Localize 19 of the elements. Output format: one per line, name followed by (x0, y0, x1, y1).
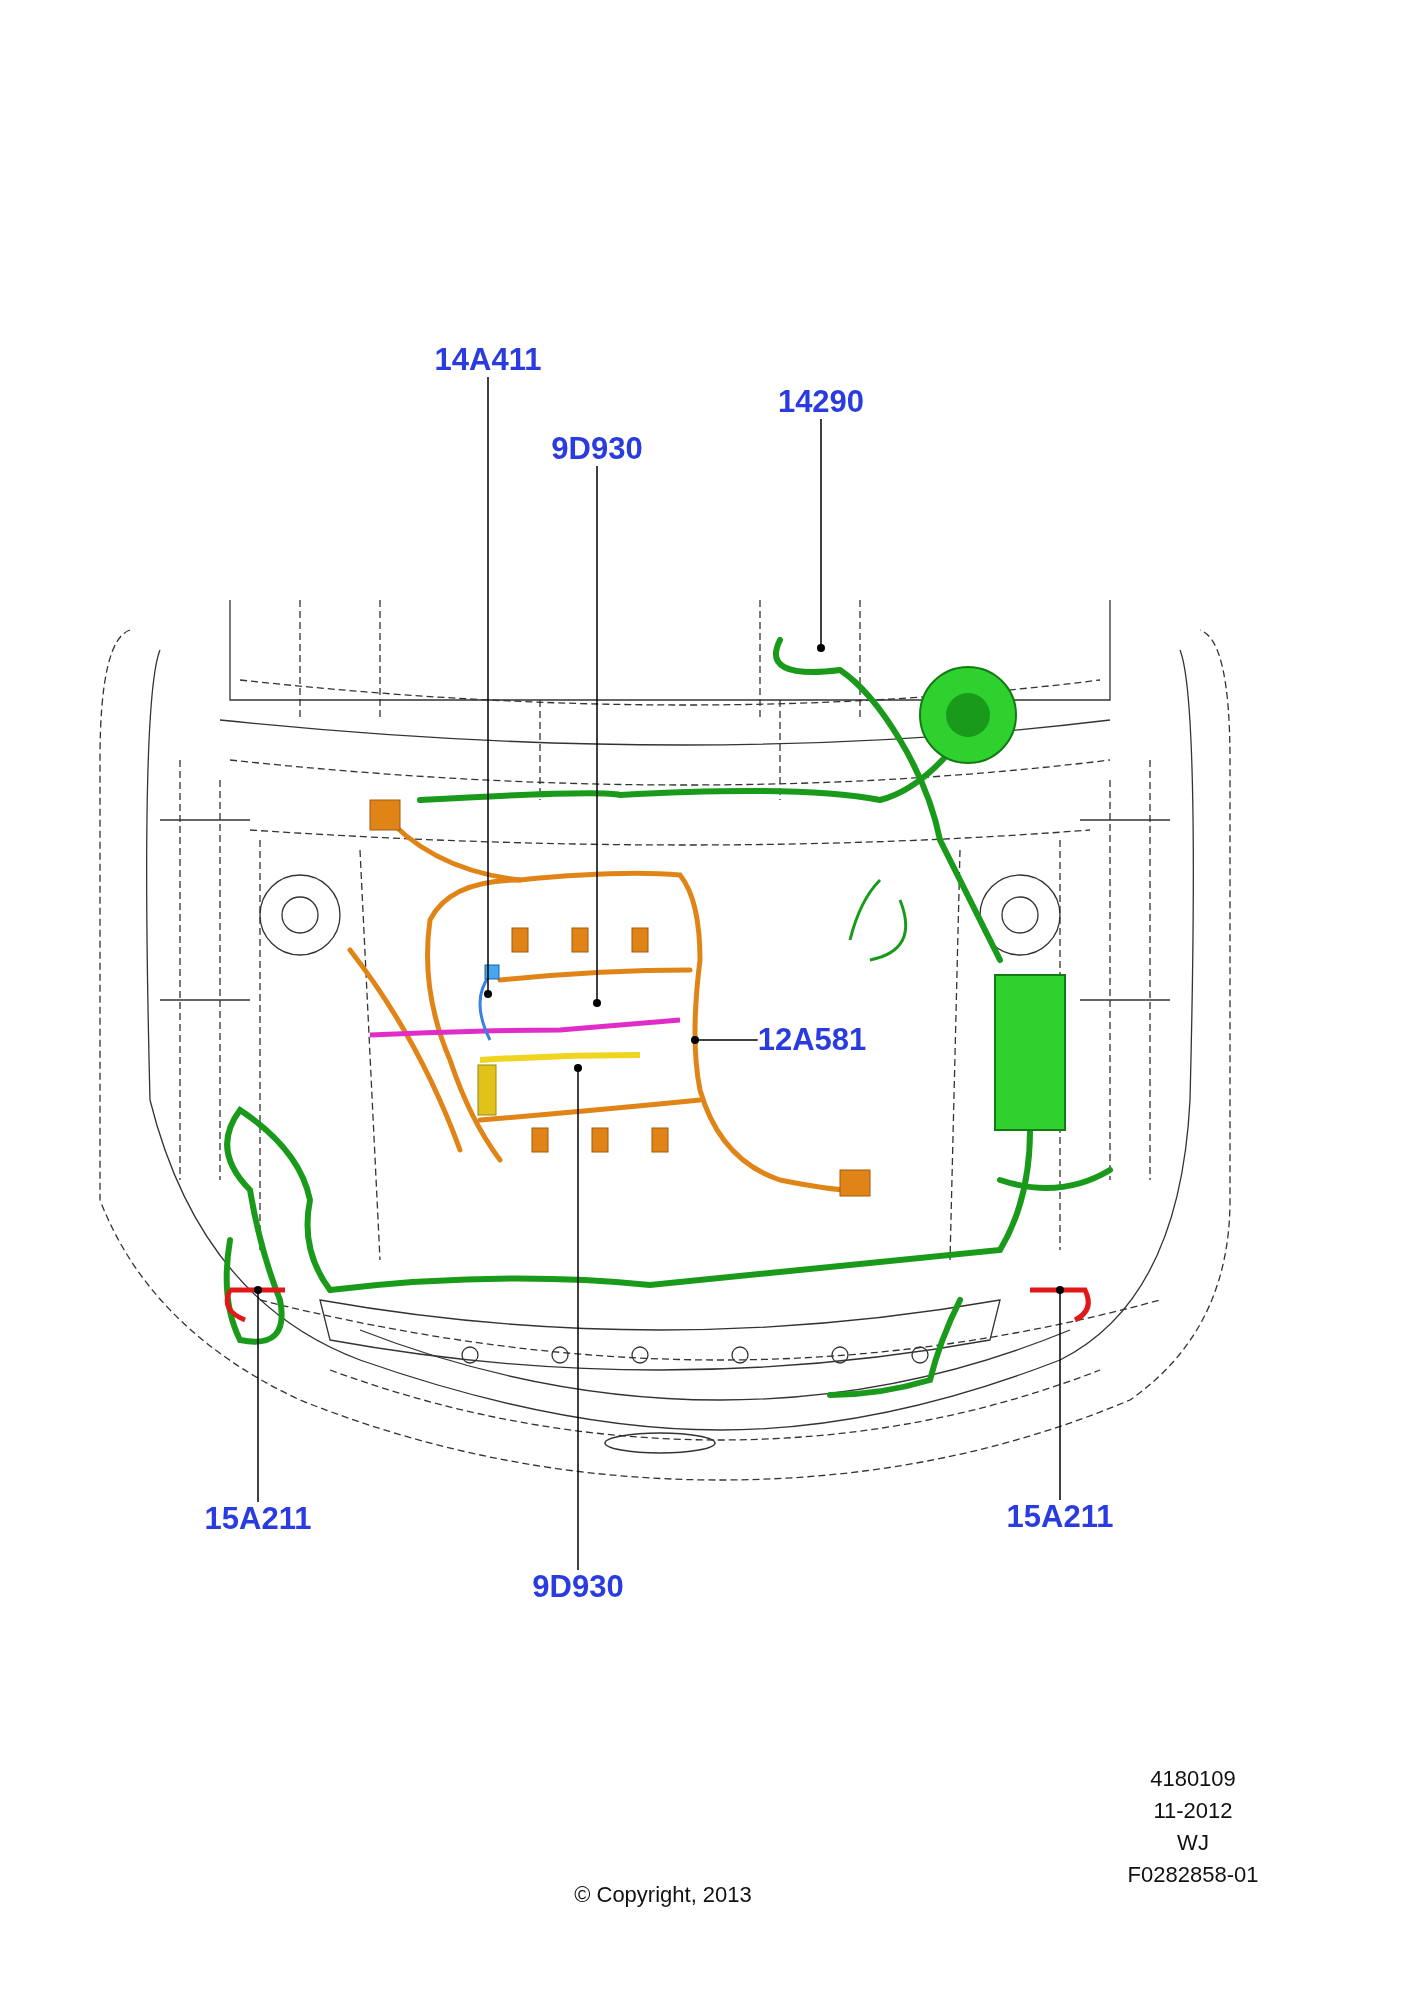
leader-line (254, 1286, 262, 1503)
model-code: WJ (1177, 1830, 1209, 1856)
document-number: 4180109 (1150, 1766, 1236, 1792)
figure-number: F0282858-01 (1127, 1862, 1259, 1888)
leader-line (1056, 1286, 1064, 1501)
leader-line (691, 1036, 759, 1044)
callout-number: 15A211 (204, 1502, 312, 1536)
copyright-notice: © Copyright, 2013 (574, 1882, 752, 1908)
callout-number: 15A211 (1006, 1500, 1114, 1534)
callout-number: 12A581 (757, 1023, 867, 1057)
leader-line (593, 465, 601, 1007)
callout-number: 14290 (777, 385, 865, 419)
callout-number: 14A411 (434, 343, 542, 377)
date-code: 11-2012 (1153, 1798, 1233, 1824)
callout-number: 9D930 (551, 432, 643, 466)
callout-number: 9D930 (532, 1570, 624, 1604)
leader-line (817, 418, 825, 652)
leader-line (484, 376, 492, 998)
leader-line (574, 1064, 582, 1571)
